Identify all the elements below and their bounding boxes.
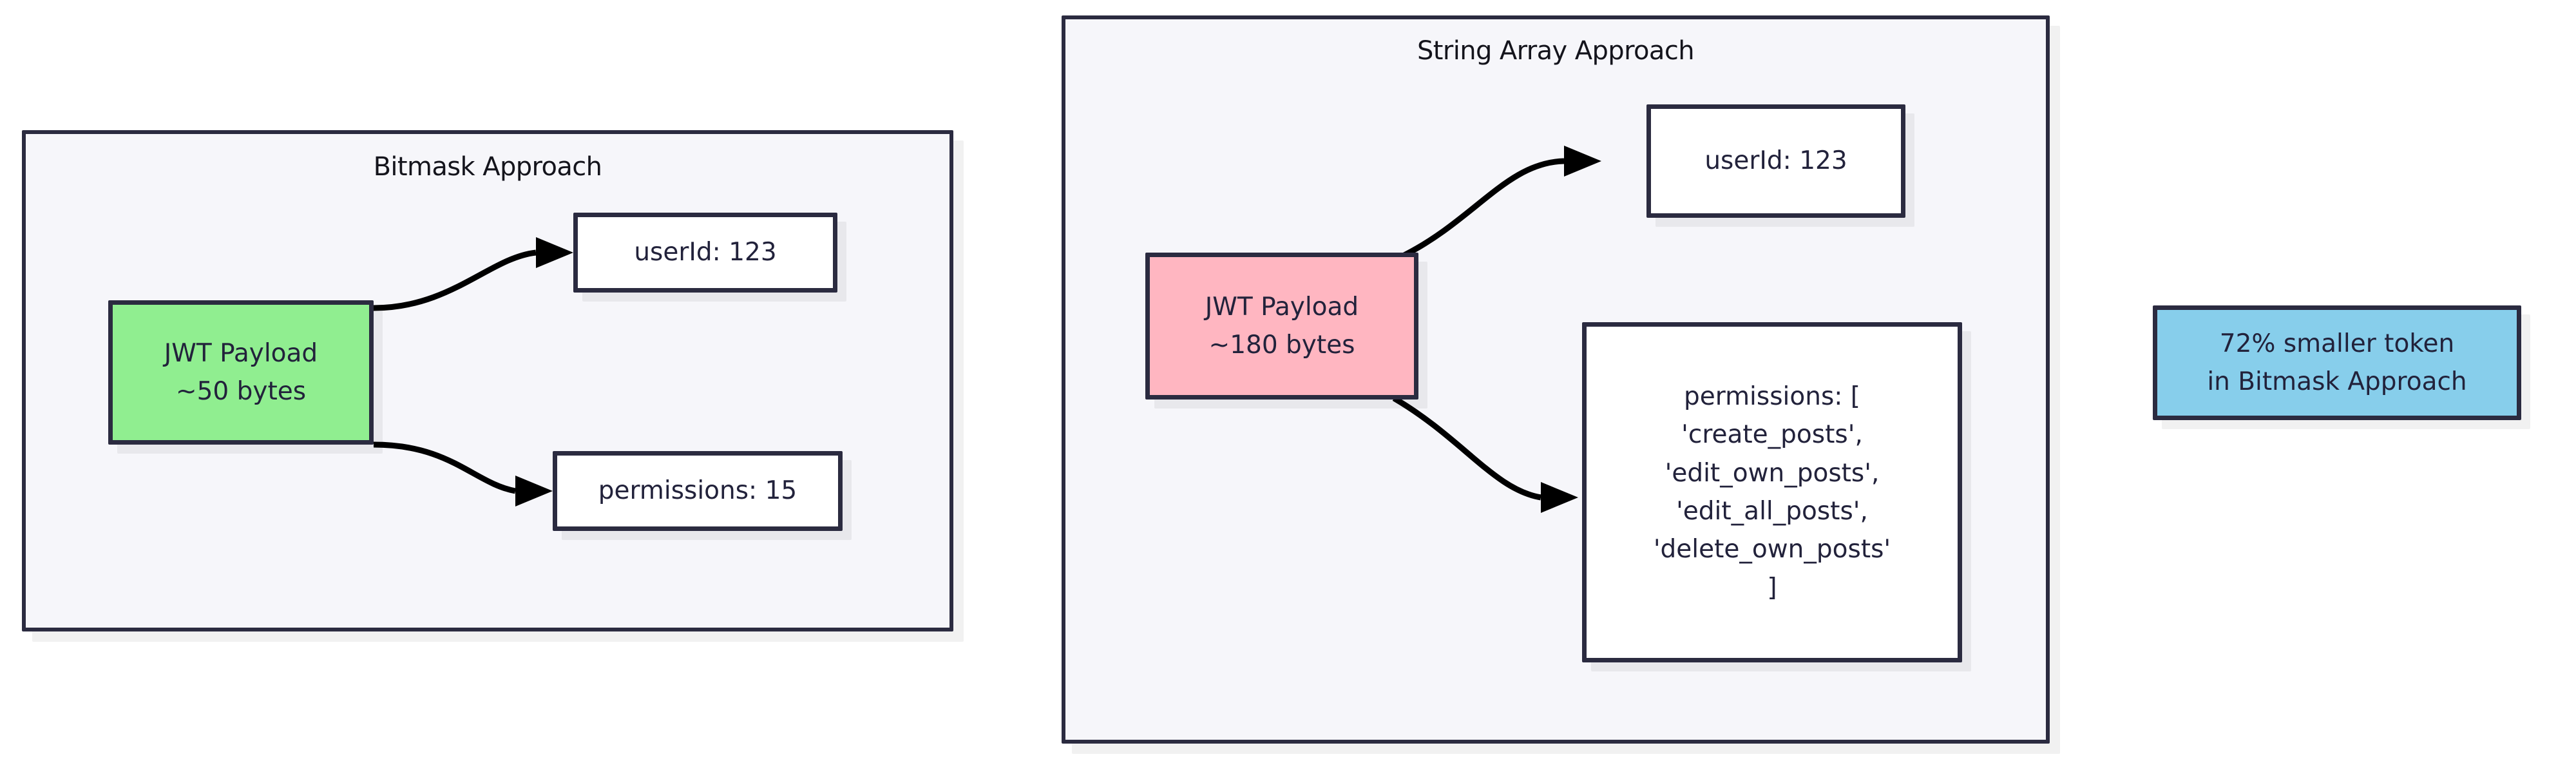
node-label-line: JWT Payload: [164, 338, 318, 368]
node-array-jwt-payload[interactable]: JWT Payload ~180 bytes: [1145, 253, 1418, 400]
node-label-line: 'edit_all_posts',: [1676, 497, 1868, 526]
node-bitmask-userid[interactable]: userId: 123: [573, 213, 837, 293]
node-array-userid[interactable]: userId: 123: [1646, 104, 1905, 218]
node-label-line: ]: [1767, 573, 1777, 602]
subgraph-bitmask-title: Bitmask Approach: [373, 152, 602, 182]
node-label-line: permissions: [: [1683, 382, 1861, 412]
node-bitmask-permissions[interactable]: permissions: 15: [553, 451, 843, 531]
node-array-permissions[interactable]: permissions: [ 'create_posts', 'edit_own…: [1582, 322, 1962, 662]
node-label-line: in Bitmask Approach: [2207, 367, 2467, 396]
node-label-line: 'delete_own_posts': [1653, 535, 1891, 564]
node-label-line: userId: 123: [634, 238, 777, 267]
node-label-line: ~180 bytes: [1208, 331, 1355, 360]
node-bitmask-jwt-payload[interactable]: JWT Payload ~50 bytes: [108, 300, 374, 445]
subgraph-string-array-title: String Array Approach: [1417, 36, 1695, 66]
node-savings-callout[interactable]: 72% smaller token in Bitmask Approach: [2153, 305, 2521, 420]
node-label-line: JWT Payload: [1205, 292, 1359, 322]
node-label-line: 'create_posts',: [1681, 420, 1863, 450]
node-label-line: permissions: 15: [598, 476, 797, 506]
node-label-line: ~50 bytes: [175, 377, 307, 406]
node-label-line: 72% smaller token: [2219, 329, 2455, 358]
node-label-line: userId: 123: [1704, 146, 1847, 176]
node-label-line: 'edit_own_posts',: [1665, 458, 1880, 488]
